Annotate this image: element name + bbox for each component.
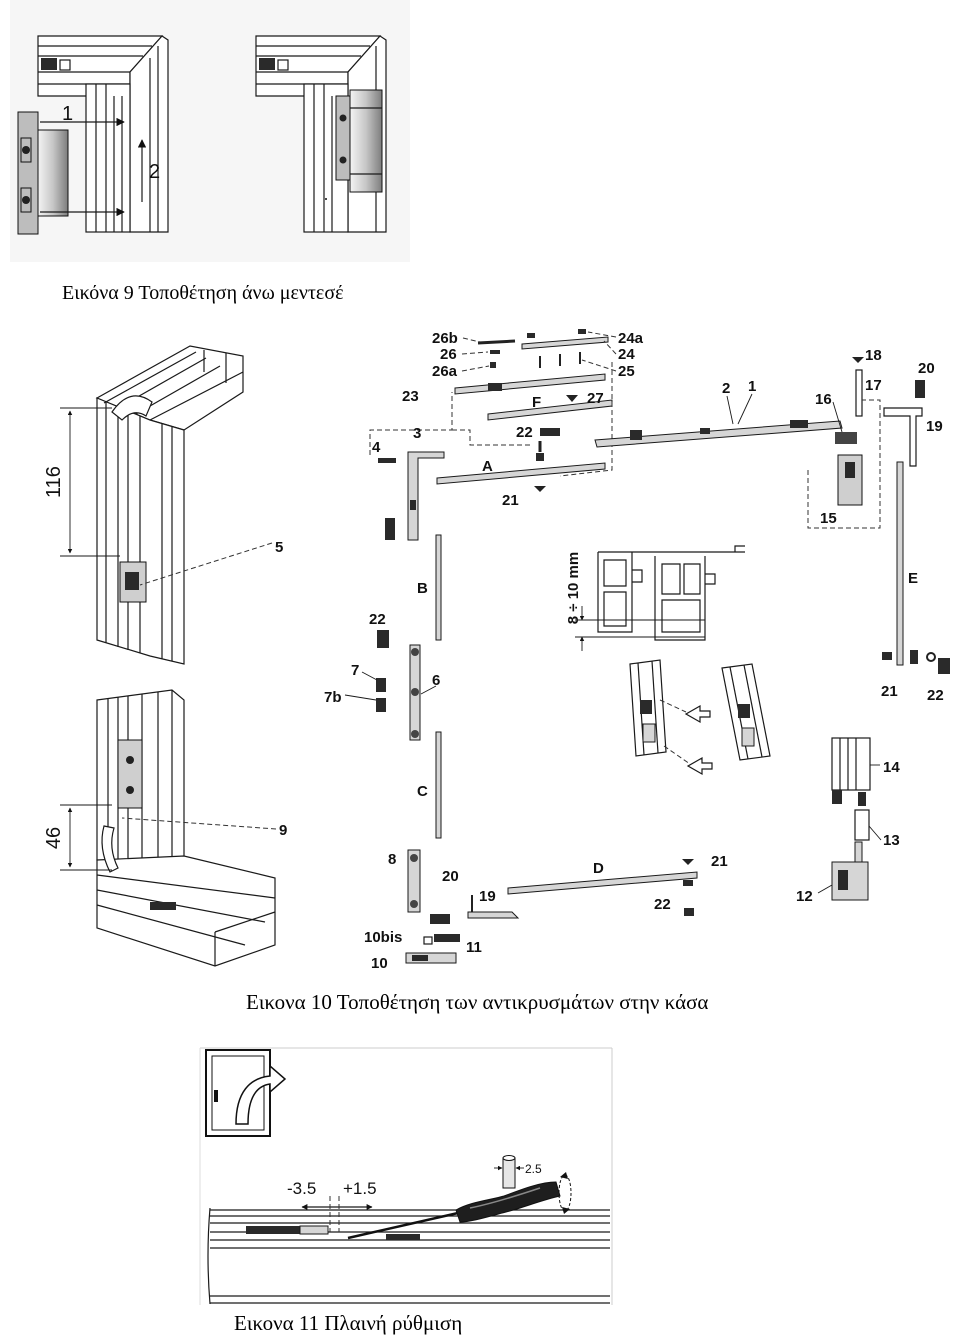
callout-label: 7b (324, 689, 342, 706)
leader-5 (139, 542, 273, 586)
figure11-caption: Εικονα 11 Πλαινή ρύθμιση (234, 1311, 463, 1335)
dimension-46-label: 46 (43, 827, 65, 849)
callout-label: 21 (711, 853, 728, 870)
callout-label: E (908, 570, 918, 587)
callout-label: B (417, 580, 428, 597)
callout-label: 19 (479, 888, 496, 905)
callout-label: 12 (796, 888, 813, 905)
callout-label: 9 (279, 822, 287, 839)
callout-label: 21 (502, 492, 519, 509)
callout-label: 27 (587, 390, 604, 407)
callout-label: A (482, 458, 493, 475)
callout-label: D (593, 860, 604, 877)
bottom-bar (507, 859, 698, 916)
callout-label: 15 (820, 510, 837, 527)
callout-label: 26a (432, 363, 458, 380)
callout-label: 23 (402, 388, 419, 405)
callout-label: 20 (442, 868, 459, 885)
screwdriver (347, 1172, 572, 1240)
callout-label: 8 (388, 851, 396, 868)
figure10-caption: Εικονα 10 Τοποθέτηση των αντικρυσμάτων σ… (246, 990, 709, 1014)
callout-label: 22 (369, 611, 386, 628)
callout-labels: 26b 26 26a 24a 24 25 23 F 27 18 20 17 2 … (275, 330, 944, 972)
callout-label: 4 (372, 439, 381, 456)
hardware-right-group (807, 357, 950, 674)
hardware-top-group (369, 329, 617, 492)
callout-label: 3 (413, 425, 421, 442)
hex-key-bit (494, 1155, 524, 1189)
callout-label: 17 (865, 377, 882, 394)
adjustment-range-arrow (301, 1196, 373, 1232)
dimension-gap-label: 8 ÷ 10 mm (565, 552, 582, 624)
callout-label: 11 (466, 939, 482, 956)
profile-section: 8 ÷ 10 mm (565, 545, 745, 651)
hardware-left-column (344, 451, 520, 964)
keeper-sketches (629, 659, 771, 776)
frame-corner-lower-perspective (96, 689, 276, 967)
callout-label: 16 (815, 391, 832, 408)
callout-label: 18 (865, 347, 882, 364)
main-locking-bar (594, 393, 843, 448)
figure10-drawing: 116 46 (43, 329, 950, 972)
window-icon (205, 1049, 287, 1137)
callout-label: 10bis (364, 929, 402, 946)
dimension-116: 116 (43, 407, 120, 557)
callout-label: C (417, 783, 428, 800)
callout-label: 1 (748, 378, 756, 395)
adjust-plus-label: +1.5 (343, 1179, 377, 1198)
hex-size-label: 2.5 (525, 1162, 542, 1176)
callout-label: F (532, 394, 541, 411)
dimension-46: 46 (43, 804, 112, 871)
callout-label: 24 (618, 346, 635, 363)
figure11-drawing: -3.5 +1.5 2.5 (199, 1047, 613, 1305)
figure9-caption: Εικόνα 9 Τοποθέτηση άνω μεντεσέ (62, 282, 344, 304)
step-2-label: 2 (149, 161, 160, 183)
figure9-drawing: 1 2 (10, 0, 410, 262)
callout-label: 21 (881, 683, 898, 700)
callout-label: 5 (275, 539, 283, 556)
callout-label: 24a (618, 330, 644, 347)
callout-label: 2 (722, 380, 730, 397)
insert-arrows (40, 117, 125, 217)
callout-label: 6 (432, 672, 440, 689)
callout-label: 22 (516, 424, 533, 441)
callout-label: 14 (883, 759, 900, 776)
callout-label: 22 (927, 687, 944, 704)
open-direction-arrow-icon (235, 1064, 287, 1125)
callout-label: 22 (654, 896, 671, 913)
frame-corner-upper-perspective (95, 345, 244, 665)
callout-label: 26b (432, 330, 458, 347)
sash-profile-strip (207, 1207, 610, 1305)
callout-label: 19 (926, 418, 943, 435)
upper-hinge-loose (17, 111, 69, 235)
callout-label: 26 (440, 346, 457, 363)
step-1-label: 1 (62, 103, 73, 125)
callout-label: 25 (618, 363, 635, 380)
dimension-116-label: 116 (43, 466, 65, 498)
leader-9 (121, 817, 277, 830)
callout-label: 7 (351, 662, 359, 679)
hardware-right-lower (817, 737, 882, 901)
callout-label: 10 (371, 955, 388, 972)
callout-label: 20 (918, 360, 935, 377)
upper-hinge-mounted (335, 89, 383, 193)
adjust-minus-label: -3.5 (287, 1179, 316, 1198)
callout-label: 13 (883, 832, 900, 849)
